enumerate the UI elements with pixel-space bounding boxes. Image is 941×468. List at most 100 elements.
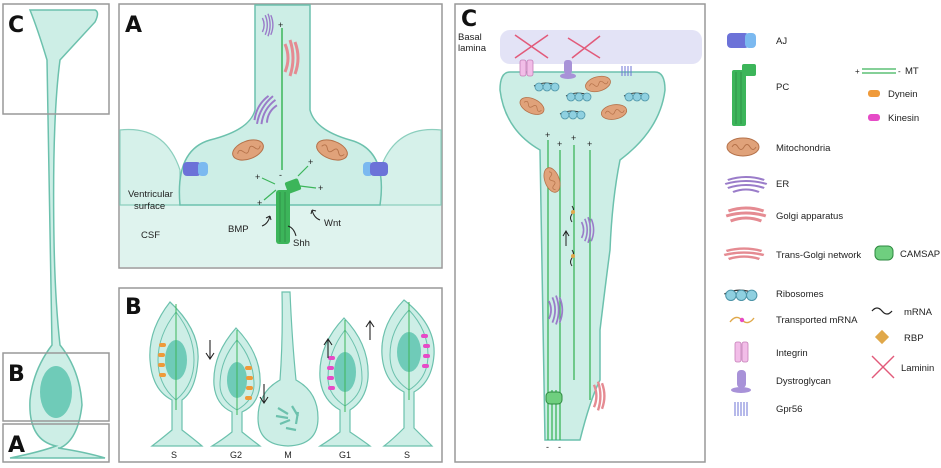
legend-mitochondria: Mitochondria	[776, 143, 831, 154]
panel-c-label: C	[461, 7, 477, 32]
legend-trans-golgi-icon	[722, 246, 766, 261]
overview-cell: C B A	[2, 3, 110, 463]
legend-dynein: Dynein	[888, 89, 918, 100]
overview-label-a: A	[8, 433, 25, 458]
panel-b-phase-labels: S G2 M G1 S	[171, 450, 410, 460]
svg-text:+: +	[557, 139, 562, 149]
svg-text:+: +	[255, 172, 260, 182]
svg-text:+: +	[257, 198, 262, 208]
legend-camsap: CAMSAP	[900, 249, 940, 260]
legend-rbp-icon	[874, 329, 890, 345]
legend-dystroglycan-icon	[731, 370, 751, 393]
legend-mt-icon: + -	[855, 67, 901, 76]
svg-text:+: +	[278, 20, 283, 30]
overview-label-c: C	[8, 13, 24, 38]
csf-label: CSF	[141, 230, 160, 241]
legend-er-icon	[723, 175, 769, 194]
panel-b: B	[118, 287, 443, 463]
legend-kinesin-icon	[868, 114, 880, 121]
basal-lamina-label-1: Basal	[458, 32, 482, 43]
svg-text:+: +	[571, 133, 576, 143]
panel-a-aj-left	[183, 162, 208, 176]
legend-gpr56-icon	[734, 402, 748, 416]
svg-text:+: +	[855, 67, 860, 76]
panel-c-integrin	[519, 59, 527, 77]
legend: AJ PC Mitochondria ER Golgi apparatus Tr…	[722, 33, 940, 416]
legend-dynein-icon	[868, 90, 880, 97]
panel-c-laminin	[514, 34, 601, 59]
legend-mrna-icon	[871, 307, 893, 315]
panel-c-microtubules	[547, 140, 591, 440]
panel-a-primary-cilium: + + + +	[255, 157, 323, 244]
panel-b-cell-s-1	[149, 301, 204, 447]
phase-label: M	[284, 450, 292, 460]
legend-integrin: Integrin	[776, 348, 808, 359]
basal-lamina-label-2: lamina	[458, 43, 487, 54]
legend-laminin: Laminin	[901, 363, 934, 374]
panel-c-camsap	[545, 391, 563, 405]
legend-mitochondria-icon	[726, 137, 760, 157]
panel-b-cell-m	[257, 291, 319, 447]
legend-aj-icon	[727, 33, 756, 48]
ventricular-surface-label-1: Ventricular	[128, 189, 173, 200]
svg-text:-: -	[558, 442, 561, 452]
ventricular-surface-label-2: surface	[134, 201, 165, 212]
panel-b-cell-g1	[317, 317, 372, 447]
legend-gpr56: Gpr56	[776, 404, 802, 415]
legend-pc-icon	[732, 64, 756, 126]
panel-c-ribosome	[623, 92, 650, 102]
overview-box-a	[2, 423, 110, 463]
svg-text:-: -	[279, 170, 282, 180]
overview-box-c	[2, 3, 110, 115]
panel-b-phase-arrows	[205, 320, 375, 404]
svg-text:+: +	[587, 139, 592, 149]
legend-transported-mrna-icon	[729, 316, 755, 324]
panel-a: A + -	[118, 3, 443, 269]
legend-golgi-icon	[724, 206, 768, 223]
legend-mrna: mRNA	[904, 307, 933, 318]
wnt-label: Wnt	[324, 218, 341, 229]
legend-aj: AJ	[776, 36, 787, 47]
svg-text:-: -	[546, 442, 549, 452]
panel-c-cell	[499, 71, 666, 441]
panel-c-dystroglycan	[560, 60, 576, 79]
legend-dystroglycan: Dystroglycan	[776, 376, 831, 387]
legend-mt: MT	[905, 66, 919, 77]
legend-pc: PC	[776, 82, 789, 93]
legend-integrin-icon	[734, 341, 749, 363]
panel-c-ribosome	[559, 110, 586, 120]
panel-b-cell-g2	[209, 327, 262, 447]
phase-label: G2	[230, 450, 242, 460]
legend-rbp: RBP	[904, 333, 924, 344]
panel-a-label: A	[125, 13, 142, 38]
legend-er: ER	[776, 179, 789, 190]
bmp-label: BMP	[228, 224, 249, 235]
panel-c-gpr56	[621, 66, 632, 76]
svg-text:+: +	[545, 130, 550, 140]
panel-c: C Basal lamina + + + + --	[454, 3, 706, 463]
panel-a-aj-right	[363, 162, 388, 176]
phase-label: G1	[339, 450, 351, 460]
overview-label-b: B	[8, 362, 25, 387]
legend-trans-golgi: Trans-Golgi network	[776, 250, 861, 261]
shh-label: Shh	[293, 238, 310, 249]
legend-laminin-icon	[871, 355, 895, 379]
legend-camsap-icon	[874, 245, 894, 261]
legend-transported-mrna: Transported mRNA	[776, 315, 858, 326]
panel-b-cell-s-2	[381, 299, 435, 447]
panel-c-ribosome	[533, 82, 560, 92]
svg-text:+: +	[308, 157, 313, 167]
phase-label: S	[171, 450, 177, 460]
overview-box-b	[2, 352, 110, 422]
legend-golgi: Golgi apparatus	[776, 211, 843, 222]
legend-kinesin: Kinesin	[888, 113, 919, 124]
basal-lamina	[500, 30, 702, 64]
panel-b-label: B	[125, 295, 142, 320]
svg-text:+: +	[318, 183, 323, 193]
phase-label: S	[404, 450, 410, 460]
legend-ribosomes-icon	[723, 289, 758, 302]
svg-text:-: -	[898, 67, 901, 76]
legend-ribosomes: Ribosomes	[776, 289, 824, 300]
overview-nucleus	[40, 366, 72, 418]
